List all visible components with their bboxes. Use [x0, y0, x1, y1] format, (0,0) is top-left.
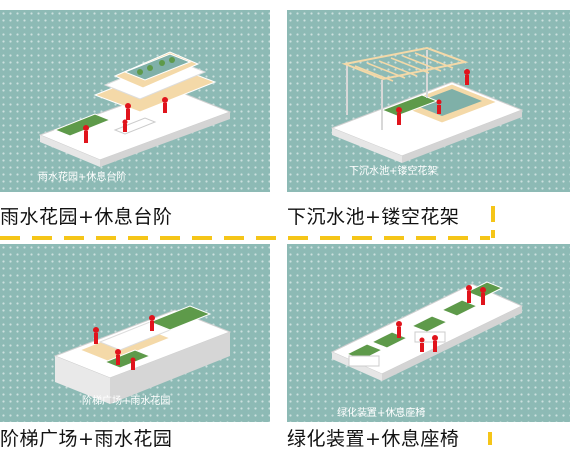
inner-caption: 雨水花园+休息台阶	[38, 172, 127, 183]
isometric-drawing	[330, 46, 524, 163]
isometric-drawing	[38, 51, 232, 167]
isometric-drawing	[53, 305, 232, 404]
diagram-panel-sunken-pool-pergola: 下沉水池+镂空花架	[287, 10, 570, 192]
inner-caption: 阶梯广场+雨水花园	[82, 396, 171, 407]
isometric-drawing	[330, 281, 524, 381]
caption-green-installations-seating: 绿化装置+休息座椅	[287, 428, 460, 450]
caption-rain-garden-steps: 雨水花园+休息台阶	[0, 206, 173, 228]
caption-sunken-pool-pergola: 下沉水池+镂空花架	[287, 206, 460, 228]
diagram-panel-green-installations-seating: 绿化装置+休息座椅	[287, 244, 570, 422]
diagram-panel-rain-garden-steps: 雨水花园+休息台阶	[0, 10, 270, 192]
inner-caption: 绿化装置+休息座椅	[337, 408, 426, 419]
caption-stepped-plaza-rain-garden: 阶梯广场+雨水花园	[0, 428, 173, 450]
diagram-panel-stepped-plaza-rain-garden: 阶梯广场+雨水花园	[0, 244, 270, 422]
inner-caption: 下沉水池+镂空花架	[349, 166, 438, 177]
